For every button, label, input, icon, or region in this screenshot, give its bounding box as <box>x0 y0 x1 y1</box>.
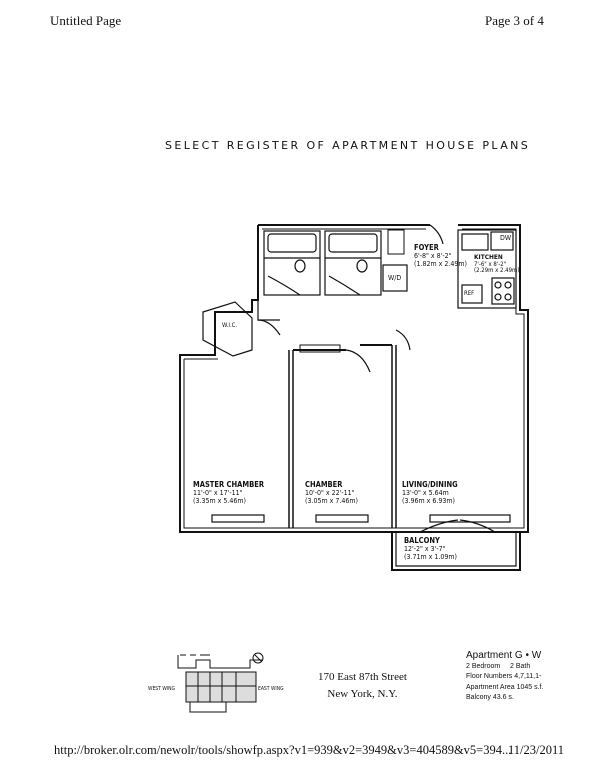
address-line-1: 170 East 87th Street <box>318 671 407 683</box>
bedrooms-baths: 2 Bedroom 2 Bath <box>466 662 531 670</box>
washer-dryer-label: W/D <box>388 274 402 282</box>
footer-url: http://broker.olr.com/newolr/tools/showf… <box>54 743 512 757</box>
refrigerator-label: REF <box>464 290 475 297</box>
bathroom-1 <box>263 230 321 296</box>
building-address: 170 East 87th Street New York, N.Y. <box>318 669 407 703</box>
walk-in-closet <box>202 301 253 357</box>
kitchen <box>457 229 517 309</box>
west-wing-label: WEST WING <box>148 686 175 692</box>
dishwasher-label: DW <box>500 234 512 242</box>
page-number: Page 3 of 4 <box>485 13 544 28</box>
balcony-area: Balcony 43.6 s. <box>466 694 514 701</box>
address-line-2: New York, N.Y. <box>327 688 398 700</box>
page-title: Untitled Page <box>50 13 122 28</box>
document-heading: SELECT REGISTER OF APARTMENT HOUSE PLANS <box>165 139 531 152</box>
balcony <box>391 532 521 571</box>
footer-date: 11/23/2011 <box>508 743 565 757</box>
outer-wall <box>179 224 529 533</box>
floor-plan <box>179 224 529 571</box>
east-wing-label: EAST WING <box>258 686 284 692</box>
bathroom-2 <box>324 230 382 296</box>
apartment-info: Apartment G • W 2 Bedroom 2 Bath Floor N… <box>466 650 544 704</box>
apartment-area: Apartment Area 1045 s.f. <box>466 683 544 691</box>
floor-numbers: Floor Numbers 4,7,11,1- <box>466 673 542 680</box>
wic-label: W.I.C. <box>222 322 238 329</box>
apartment-title: Apartment G • W <box>466 650 542 661</box>
